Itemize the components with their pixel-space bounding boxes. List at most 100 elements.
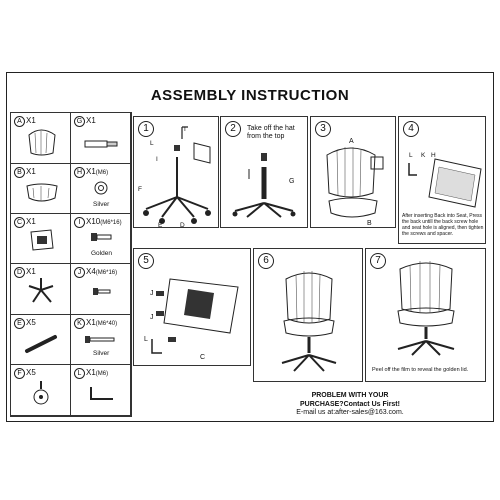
callout-label: E — [158, 222, 163, 229]
part-letter: J — [74, 267, 85, 278]
callout-label: J — [150, 314, 154, 321]
step-2-note: Take off the hat from the top — [247, 125, 295, 140]
step-number: 5 — [138, 253, 154, 269]
washer-icon — [94, 181, 108, 195]
callout-label: C — [200, 354, 206, 361]
callout-label: I — [184, 126, 186, 133]
part-spec: (M6) — [95, 170, 109, 176]
part-letter: K — [74, 318, 85, 329]
screw-icon — [91, 233, 112, 241]
step-2-illustration — [232, 153, 296, 218]
contact-subheading: PURCHASE?Contact Us First! — [300, 400, 400, 408]
step-4-note: After inserting Back into Seat, Press th… — [402, 213, 484, 237]
callout-label: K — [421, 152, 426, 159]
part-qty: X10 — [86, 217, 101, 226]
step-1-illustration — [143, 126, 211, 224]
part-letter: I — [74, 217, 85, 228]
part-qty: X5 — [26, 368, 36, 377]
callout-label: L — [150, 140, 154, 147]
part-qty: X5 — [26, 318, 36, 327]
callout-label: D — [180, 222, 185, 229]
caster-wheel-icon — [33, 381, 49, 405]
part-qty: X1 — [86, 116, 96, 125]
gas-lift-icon — [84, 140, 118, 148]
callout-label: L — [409, 152, 413, 159]
part-qty: X1 — [86, 318, 96, 327]
part-letter: D — [14, 267, 25, 278]
callout-label: I — [156, 156, 158, 163]
step-7-note: Peel off the film to reveal the golden l… — [372, 367, 469, 373]
step-4-panel: 4 L K H After inserting Back into Seat, … — [398, 116, 486, 244]
caster-stem-icon — [25, 335, 57, 353]
instruction-sheet-border — [6, 72, 494, 422]
callout-label: F — [138, 186, 142, 193]
allen-key-icon — [90, 387, 113, 400]
step-6-illustration — [281, 271, 337, 372]
step-number: 1 — [138, 121, 154, 137]
part-qty: X1 — [86, 368, 96, 377]
contact-heading: PROBLEM WITH YOUR — [311, 392, 389, 399]
callout-label: G — [289, 178, 295, 185]
part-spec: (M6*16) — [95, 270, 118, 276]
page-title: ASSEMBLY INSTRUCTION — [150, 87, 350, 104]
step-number: 3 — [315, 121, 331, 137]
contact-email: E-mail us at:after-sales@163.com. — [296, 409, 404, 416]
part-qty: X1 — [26, 116, 36, 125]
part-spec: (M6) — [95, 371, 109, 377]
part-spec: (M6*16) — [100, 220, 122, 226]
long-screw-icon — [85, 336, 115, 343]
part-letter: E — [14, 318, 25, 329]
step-7-panel: 7 Peel off the film to reveal the golden… — [365, 248, 486, 382]
part-letter: G — [74, 116, 85, 127]
callout-label: B — [367, 220, 372, 227]
part-qty: X1 — [26, 167, 36, 176]
part-letter: H — [74, 167, 85, 178]
step-number: 6 — [258, 253, 274, 269]
step-number: 2 — [225, 121, 241, 137]
mechanism-plate-icon — [30, 229, 54, 251]
part-finish: Golden — [91, 250, 112, 257]
part-letter: B — [14, 167, 25, 178]
chair-back-icon — [28, 129, 56, 156]
bolt-icon — [93, 288, 111, 295]
part-qty: X4 — [86, 267, 96, 276]
callout-label: H — [431, 152, 436, 159]
part-finish: Silver — [93, 350, 110, 357]
part-finish: Silver — [93, 201, 110, 208]
step-2-panel: 2 Take off the hat from the top G — [220, 116, 308, 228]
step-number: 7 — [370, 253, 386, 269]
step-3-panel: 3 A B — [310, 116, 396, 228]
step-7-illustration — [397, 261, 455, 356]
step-5-panel: 5 J J L C — [133, 248, 251, 366]
callout-label: L — [144, 336, 148, 343]
step-4-illustration — [408, 158, 482, 208]
callout-label: A — [349, 138, 354, 145]
step-3-illustration — [326, 147, 384, 218]
part-letter: L — [74, 368, 85, 379]
step-6-panel: 6 — [253, 248, 363, 382]
part-qty: X1 — [26, 267, 36, 276]
part-letter: C — [14, 217, 25, 228]
step-1-panel: 1 I L I F E D — [133, 116, 219, 229]
step-number: 4 — [403, 121, 419, 137]
step-5-illustration — [151, 278, 239, 354]
callout-label: J — [150, 290, 154, 297]
star-base-icon — [28, 278, 54, 303]
part-qty: X1 — [86, 167, 96, 176]
part-spec: (M6*40) — [95, 321, 118, 327]
contact-box: PROBLEM WITH YOUR PURCHASE?Contact Us Fi… — [230, 392, 470, 418]
part-letter: F — [14, 368, 25, 379]
